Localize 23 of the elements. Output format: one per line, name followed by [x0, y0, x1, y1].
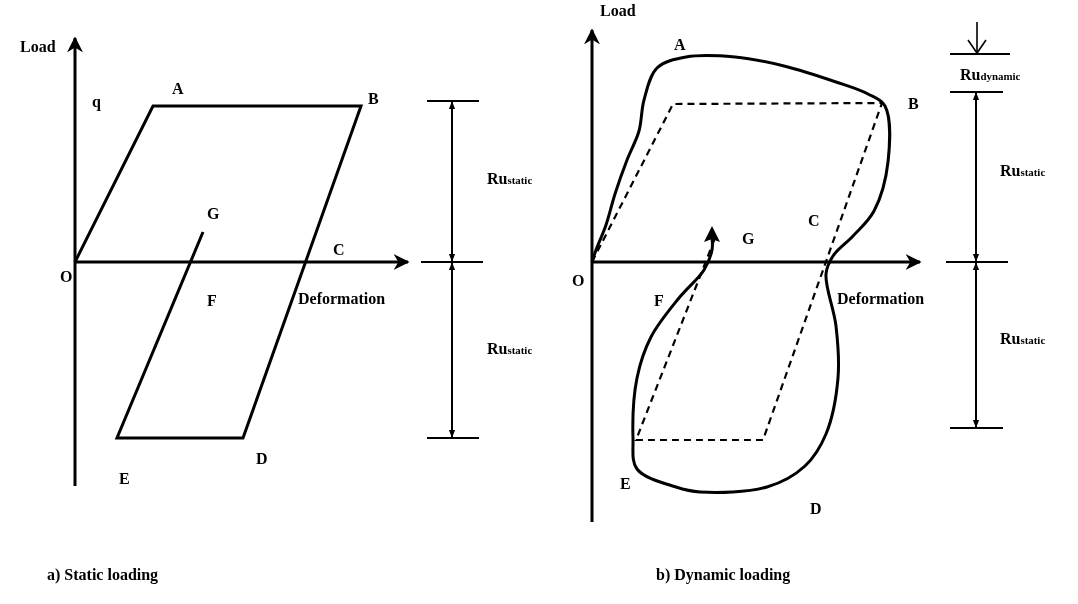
point-label: G [742, 230, 755, 248]
point-label: F [207, 292, 217, 310]
axis-label: Load [20, 38, 56, 56]
point-label: E [119, 470, 130, 488]
point-label: B [368, 90, 379, 108]
point-label: B [908, 95, 919, 113]
axis-label: Deformation [837, 290, 925, 308]
panel-caption: a) Static loading [47, 566, 159, 584]
point-label: G [207, 205, 220, 223]
point-label: A [172, 80, 184, 98]
point-label: C [808, 212, 820, 230]
point-label: D [256, 450, 268, 468]
panel-caption: b) Dynamic loading [656, 566, 791, 584]
point-label: D [810, 500, 822, 518]
point-label: C [333, 241, 345, 259]
point-label: O [60, 268, 73, 286]
point-label: O [572, 272, 585, 290]
point-label: q [92, 93, 101, 111]
point-label: A [674, 36, 686, 54]
axis-label: Deformation [298, 290, 386, 308]
point-label: E [620, 475, 631, 493]
point-label: F [654, 292, 664, 310]
axis-label: Load [600, 2, 636, 20]
